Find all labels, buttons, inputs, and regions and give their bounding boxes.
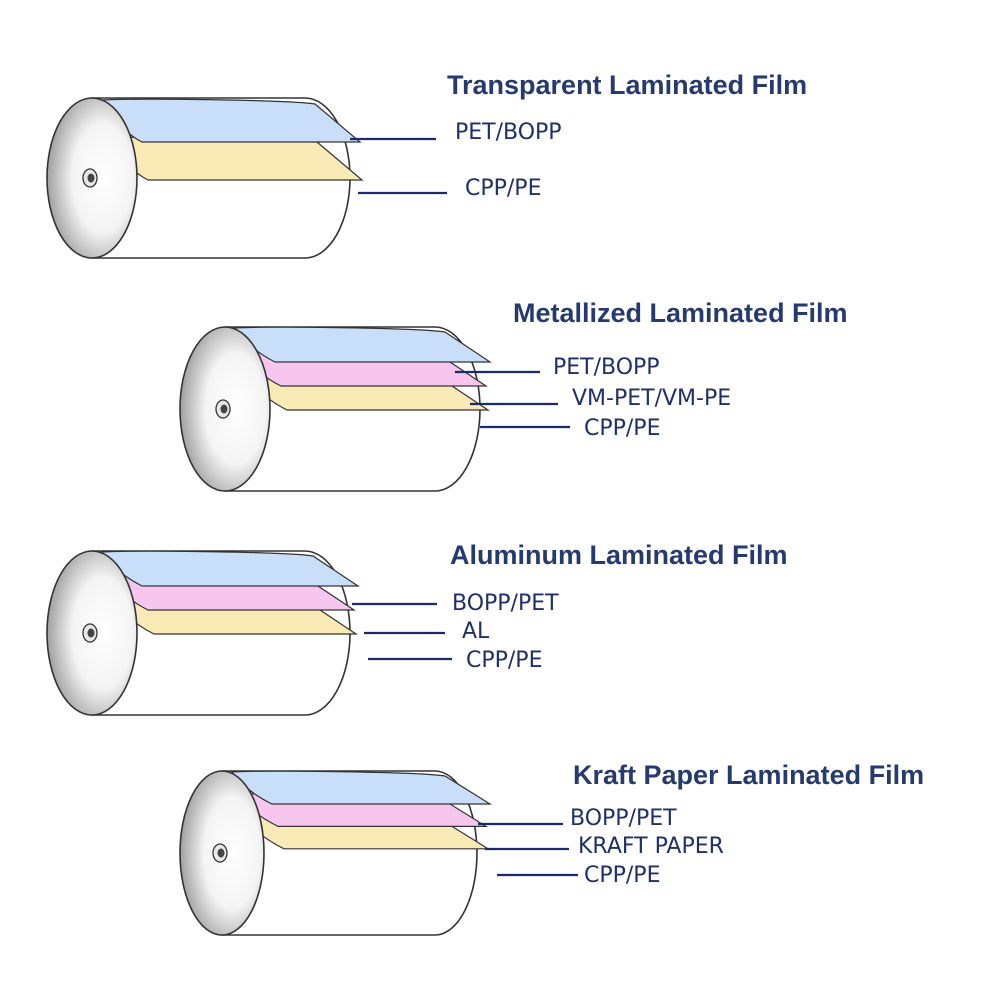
film-roll-2 xyxy=(179,326,570,492)
roll-core-hole xyxy=(87,173,95,183)
label-aluminum-al: AL xyxy=(462,619,490,644)
title-transparent-film: Transparent Laminated Film xyxy=(447,70,808,100)
label-aluminum-cpp-pe: CPP/PE xyxy=(466,648,543,673)
roll-core-hole xyxy=(217,848,225,858)
label-transparent-cpp-pe: CPP/PE xyxy=(465,176,542,201)
film-layer-blue xyxy=(230,770,493,805)
roll-core-hole xyxy=(87,628,95,638)
label-aluminum-bopp-pet: BOPP/PET xyxy=(452,591,559,616)
label-transparent-pet-bopp: PET/BOPP xyxy=(455,120,562,145)
film-roll-4 xyxy=(179,770,578,936)
label-metallized-pet-bopp: PET/BOPP xyxy=(553,355,660,380)
title-kraft-paper-film: Kraft Paper Laminated Film xyxy=(573,760,925,790)
title-metallized-film: Metallized Laminated Film xyxy=(513,298,848,328)
label-metallized-cpp-pe: CPP/PE xyxy=(584,416,661,441)
label-kraft-bopp-pet: BOPP/PET xyxy=(570,806,677,831)
film-roll-3 xyxy=(46,550,452,716)
label-kraft-cpp-pe: CPP/PE xyxy=(584,863,661,888)
title-aluminum-film: Aluminum Laminated Film xyxy=(450,540,788,570)
roll-core-hole xyxy=(220,404,228,414)
label-metallized-vm-pet-vm-pe: VM-PET/VM-PE xyxy=(572,386,732,411)
label-kraft-kraft-paper: KRAFT PAPER xyxy=(578,834,724,859)
film-roll-1 xyxy=(46,97,447,259)
